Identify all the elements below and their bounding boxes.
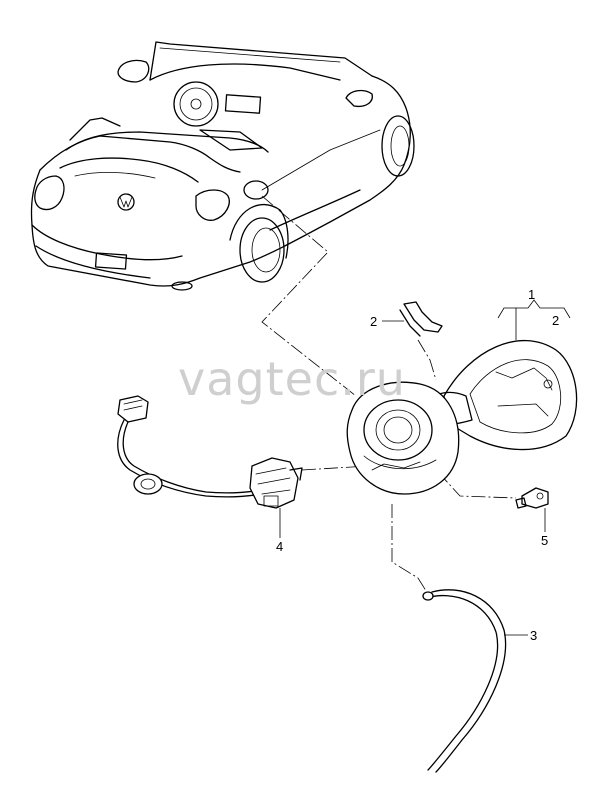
callout-1: 1: [528, 287, 536, 302]
callout-3: 3: [530, 628, 538, 643]
retaining-clip: [399, 301, 443, 337]
screw: [515, 487, 549, 509]
fuel-filler-housing: [346, 340, 578, 495]
callout-5: 5: [541, 533, 549, 548]
callout-2-left: 2: [370, 314, 378, 329]
drain-hose: [422, 589, 507, 773]
callout-2-right: 2: [552, 313, 560, 328]
car-illustration: [30, 41, 415, 291]
actuator-wiring: [117, 395, 303, 509]
watermark-text: vagtec.ru: [178, 352, 406, 406]
callout-4: 4: [276, 539, 284, 554]
leader-lines: [261, 195, 517, 595]
callout-leaders: [279, 299, 571, 636]
